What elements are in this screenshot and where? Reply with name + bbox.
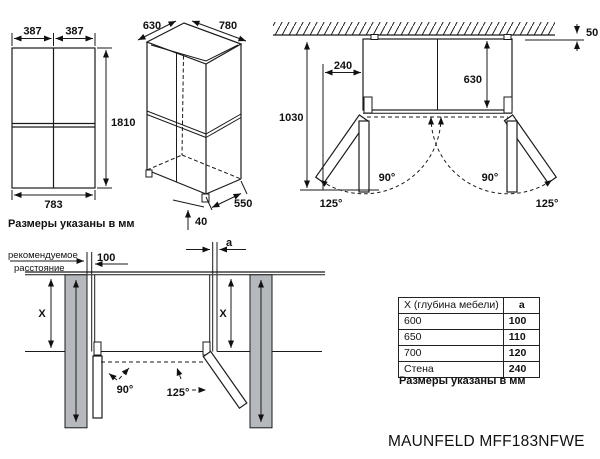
table-header-gap: a: [502, 297, 540, 314]
dim-wall-gap: 50: [586, 27, 598, 39]
front-view-dimensions: [11, 33, 112, 200]
table-row: 700 120: [398, 345, 540, 362]
wall-hatch: [273, 22, 555, 35]
angle-125-right: 125°: [536, 198, 559, 210]
depth-value: 650: [398, 329, 504, 346]
dim-left-gap: 100: [97, 252, 115, 264]
table-row: 650 110: [398, 329, 540, 346]
gap-value: 100: [502, 313, 540, 330]
dim-width-total: 783: [44, 199, 62, 211]
table-row: 600 100: [398, 313, 540, 330]
fridge-foot-left: [145, 169, 153, 178]
depth-value: 600: [398, 313, 504, 330]
plan-view-dimensions: [300, 41, 490, 191]
clearance-table: X (глубина мебели) a 600 100 650 110 700…: [398, 297, 540, 378]
angle-125-left: 125°: [320, 198, 343, 210]
recommended-distance-line1: рекомендуемое: [8, 250, 78, 261]
fridge-foot-front: [201, 193, 210, 203]
door-open-125: [202, 350, 248, 410]
gap-value: 110: [502, 329, 540, 346]
rear-spacer-right: [503, 34, 512, 40]
table-row: Стена 240: [398, 361, 540, 378]
angle-125-label: 125°: [167, 387, 190, 399]
door-open-90: [92, 355, 103, 419]
rear-spacer-left: [370, 34, 379, 40]
dim-depth-bottom: 550: [234, 198, 252, 210]
dim-width-top: 780: [219, 20, 237, 32]
dim-base-height: 40: [195, 216, 207, 228]
swing-leaders: [101, 361, 206, 393]
angle-90-left: 90°: [379, 172, 396, 184]
model-name: MAUNFELD MFF183NFWE: [388, 433, 585, 450]
dim-width-right: 387: [65, 26, 83, 38]
gap-value: 240: [502, 361, 540, 378]
front-view: 387 387 1810 783 Размеры указаны в мм: [8, 26, 135, 231]
gap-extension-lines: [86, 242, 218, 274]
side-view-3d: 630 780 550 40: [137, 20, 252, 230]
dim-plan-depth: 630: [464, 74, 482, 86]
hinge-left-plan: [93, 341, 102, 356]
clearance-view: рекомендуемое расстояние 100 a X X 90° 1…: [8, 237, 325, 429]
gap-value: 120: [502, 345, 540, 362]
depth-value: 700: [398, 345, 504, 362]
side-view-dimensions: [137, 20, 248, 230]
units-note-bottom: Размеры указаны в мм: [399, 375, 526, 387]
dim-height: 1810: [111, 117, 135, 129]
dim-total-depth: 1030: [279, 112, 303, 124]
hinge-left: [363, 96, 373, 114]
dim-side-clearance: 240: [334, 60, 352, 72]
hinge-right: [503, 96, 513, 114]
dim-depth-top: 630: [143, 20, 161, 32]
depth-x-right: X: [219, 308, 227, 320]
recommended-distance-line2: расстояние: [14, 263, 65, 274]
angle-90-label: 90°: [117, 384, 134, 396]
depth-x-left: X: [38, 308, 46, 320]
table-header-row: X (глубина мебели) a: [398, 297, 540, 314]
plan-view: 50 240 630 1030 90° 125° 90° 125°: [273, 22, 598, 210]
door-left-90: [358, 120, 370, 193]
dim-width-left: 387: [23, 26, 41, 38]
dim-right-gap-a: a: [226, 237, 233, 249]
door-right-90: [506, 120, 518, 193]
table-header-depth: X (глубина мебели): [398, 297, 504, 314]
angle-90-right: 90°: [482, 172, 499, 184]
clearance-dimensions: [10, 246, 246, 348]
units-note-top: Размеры указаны в мм: [8, 218, 135, 230]
